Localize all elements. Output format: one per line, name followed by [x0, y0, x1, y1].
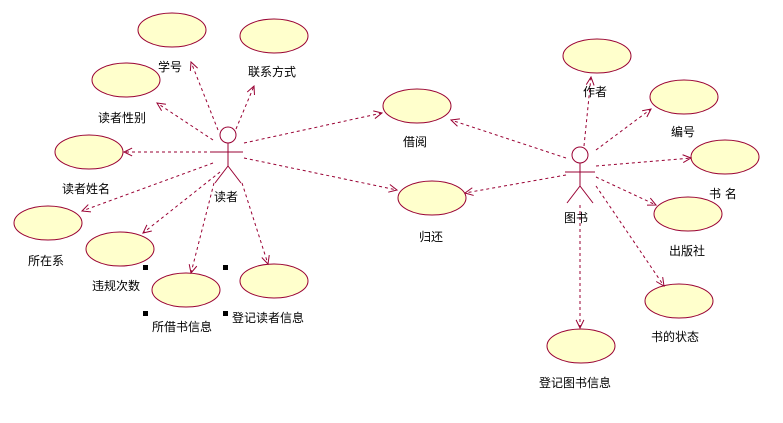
label-book: 图书 — [564, 211, 588, 225]
label-title: 书 名 — [709, 186, 737, 201]
ellipse-return — [397, 180, 467, 216]
ellipse-register-reader — [239, 263, 309, 299]
marker-square — [143, 265, 148, 270]
label-number: 编号 — [671, 124, 695, 139]
ellipse-contact — [239, 18, 309, 54]
label-return: 归还 — [419, 230, 443, 244]
actor-reader-icon — [213, 126, 243, 184]
dependency-line — [235, 85, 255, 130]
dependency-line — [464, 174, 567, 194]
marker-square — [143, 311, 148, 316]
ellipse-violations — [85, 231, 155, 267]
dependency-line — [595, 108, 652, 151]
label-reader: 读者 — [214, 190, 238, 204]
arrowhead-icon — [463, 187, 474, 196]
dependency-line — [142, 171, 221, 234]
arrowhead-icon — [122, 147, 133, 157]
ellipse-number — [649, 79, 719, 115]
arrowhead-icon — [246, 84, 255, 96]
label-gender: 读者性别 — [98, 111, 146, 125]
arrowhead-icon — [142, 224, 152, 234]
dependency-line — [81, 162, 214, 212]
dependency-line — [595, 185, 665, 287]
label-student-id: 学号 — [158, 59, 182, 74]
arrowhead-icon — [188, 264, 198, 275]
label-status: 书的状态 — [651, 329, 699, 344]
arrowhead-icon — [189, 60, 198, 72]
ellipse-borrowed-info — [151, 272, 221, 308]
arrowhead-icon — [80, 204, 92, 213]
arrowhead-icon — [585, 75, 595, 86]
arrowhead-icon — [261, 255, 270, 266]
label-name: 读者姓名 — [62, 181, 110, 196]
dependency-line — [595, 157, 692, 167]
ellipse-publisher — [653, 196, 723, 232]
dependency-line — [595, 176, 657, 206]
label-register-reader: 登记读者信息 — [232, 310, 304, 325]
dependency-line — [241, 182, 269, 265]
arrowhead-icon — [646, 197, 658, 206]
dependency-links — [80, 60, 693, 330]
ellipse-name — [54, 134, 124, 170]
label-publisher: 出版社 — [669, 243, 705, 258]
dependency-line — [156, 102, 214, 141]
arrowhead-icon — [682, 154, 693, 164]
arrowhead-icon — [655, 277, 665, 287]
ellipse-status — [644, 283, 714, 319]
label-register-book: 登记图书信息 — [539, 375, 611, 390]
label-contact: 联系方式 — [248, 64, 296, 79]
marker-square — [223, 311, 228, 316]
arrowhead-icon — [388, 184, 399, 193]
dependency-line — [190, 61, 219, 131]
label-author: 作者 — [583, 85, 607, 99]
ellipse-borrow — [382, 88, 452, 124]
dependency-line — [243, 112, 383, 144]
arrowhead-icon — [575, 319, 585, 330]
dependency-line — [450, 119, 567, 159]
ellipse-author — [562, 38, 632, 74]
ellipse-gender — [91, 62, 161, 98]
arrowhead-icon — [156, 102, 166, 111]
ellipse-student-id — [137, 12, 207, 48]
dependency-line — [243, 157, 398, 191]
actor-book-icon — [565, 146, 595, 204]
ellipse-title — [690, 139, 760, 175]
label-violations: 违规次数 — [92, 278, 140, 293]
ellipse-register-book — [546, 328, 616, 364]
label-department: 所在系 — [28, 254, 64, 268]
label-borrow: 借阅 — [403, 135, 427, 149]
ellipse-department — [13, 205, 83, 241]
arrowhead-icon — [373, 110, 384, 119]
dependency-line — [190, 182, 215, 274]
label-borrowed-info: 所借书信息 — [152, 319, 212, 334]
marker-square — [223, 265, 228, 270]
arrowhead-icon — [449, 118, 460, 127]
arrowhead-icon — [642, 108, 652, 118]
